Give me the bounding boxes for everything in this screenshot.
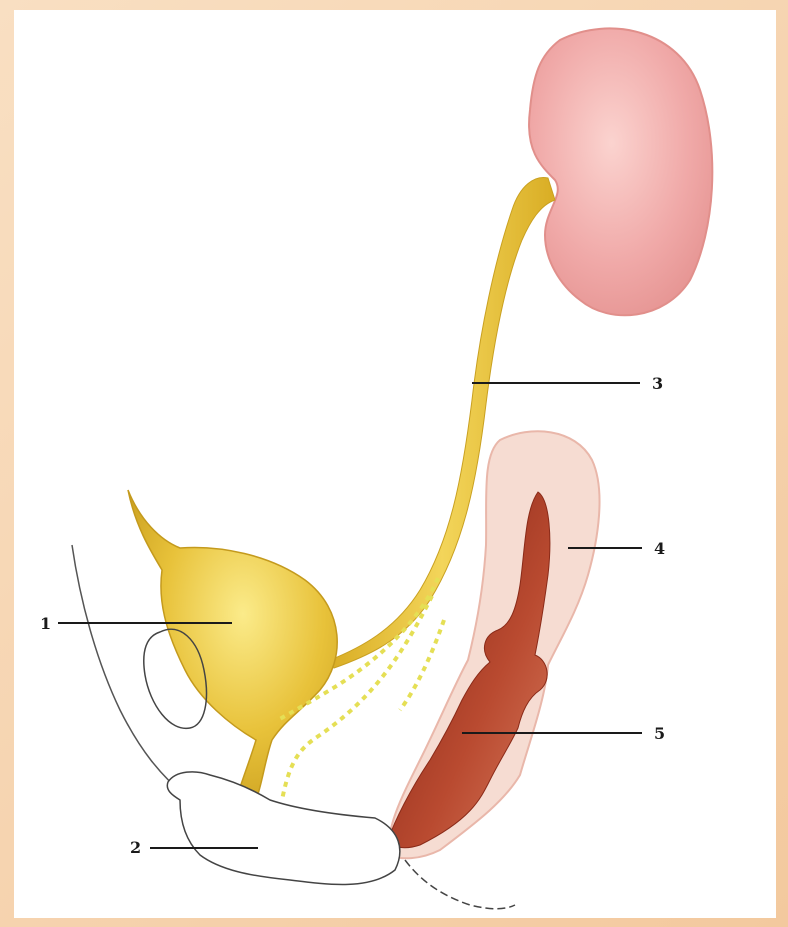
- perineum-outline: [405, 860, 515, 909]
- label-bladder: 1: [40, 614, 51, 633]
- external-genitalia: [167, 772, 400, 885]
- bladder: [128, 490, 337, 800]
- label-uterus: 4: [654, 539, 665, 558]
- label-external-genitalia: 2: [130, 838, 141, 857]
- label-vagina: 5: [654, 724, 665, 743]
- label-ureter: 3: [652, 374, 663, 393]
- ligament-dotted-3: [400, 620, 444, 710]
- kidney: [529, 28, 712, 315]
